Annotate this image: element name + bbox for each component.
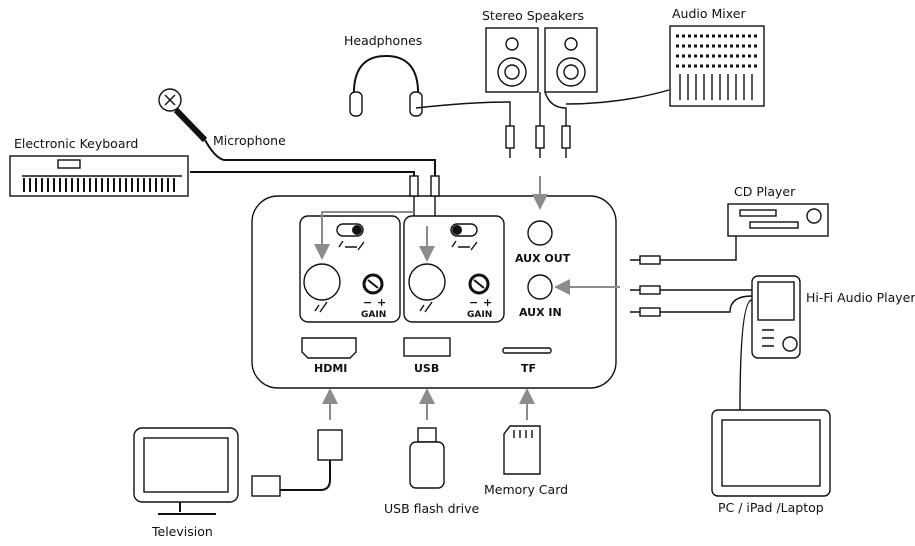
hifi-audio-player-icon: [751, 275, 801, 359]
stereo-speakers-label: Stereo Speakers: [482, 8, 584, 23]
output-cables: [415, 89, 670, 210]
audio-mixer-icon: [669, 25, 765, 107]
memory-card-icon: [503, 388, 541, 475]
electronic-keyboard-label: Electronic Keyboard: [14, 136, 138, 151]
gain-plus-label: +: [377, 296, 386, 309]
aux-in-jack[interactable]: [527, 274, 553, 300]
usb-port[interactable]: [403, 337, 451, 357]
channel-1-volume-knob[interactable]: [303, 263, 341, 301]
aux-out-label: AUX OUT: [515, 252, 571, 265]
mic-guitar-icon: [419, 301, 433, 313]
hdmi-label: HDMI: [314, 362, 347, 375]
gain-plus-label: +: [483, 296, 492, 309]
main-device: − + GAIN − + GAIN AUX OUT AUX IN HDMI US…: [251, 195, 617, 389]
microphone-label: Microphone: [213, 133, 286, 148]
headphones-label: Headphones: [344, 33, 422, 48]
stereo-speakers-icon: [485, 27, 598, 93]
mic-guitar-icon: [314, 301, 328, 313]
headphones-icon: [349, 54, 423, 117]
cd-player-label: CD Player: [734, 184, 796, 199]
cd-player-icon: [727, 203, 829, 237]
pc-ipad-laptop-label: PC / iPad /Laptop: [718, 500, 824, 515]
memory-card-label: Memory Card: [484, 482, 568, 497]
television-label: Television: [151, 524, 213, 539]
channel-1-gain-knob[interactable]: [362, 273, 384, 295]
channel-2-volume-knob[interactable]: [408, 263, 446, 301]
audio-mixer-label: Audio Mixer: [672, 6, 746, 21]
aux-input-cables: [554, 236, 753, 411]
gain-minus-label: −: [469, 296, 478, 309]
hdmi-cable: [251, 388, 343, 497]
input-plugs: [190, 139, 440, 262]
channel-2-gain-knob[interactable]: [468, 273, 490, 295]
channel-2-switch[interactable]: [450, 223, 478, 251]
hdmi-port[interactable]: [301, 337, 357, 359]
gain-label: GAIN: [467, 310, 492, 320]
microphone-icon: [158, 88, 208, 143]
gain-minus-label: −: [363, 296, 372, 309]
pc-ipad-laptop-icon: [711, 409, 831, 497]
aux-out-jack[interactable]: [527, 220, 553, 246]
tf-slot[interactable]: [502, 347, 552, 354]
usb-flash-drive-icon: [409, 388, 445, 489]
channel-1-switch[interactable]: [336, 223, 365, 251]
usb-label: USB: [414, 362, 439, 375]
tf-label: TF: [521, 362, 536, 375]
hifi-audio-player-label: Hi-Fi Audio Player: [806, 290, 915, 305]
gain-label: GAIN: [361, 310, 386, 320]
usb-flash-drive-label: USB flash drive: [384, 501, 480, 516]
aux-in-label: AUX IN: [519, 306, 562, 319]
electronic-keyboard-icon: [9, 155, 189, 197]
television-icon: [133, 427, 239, 515]
